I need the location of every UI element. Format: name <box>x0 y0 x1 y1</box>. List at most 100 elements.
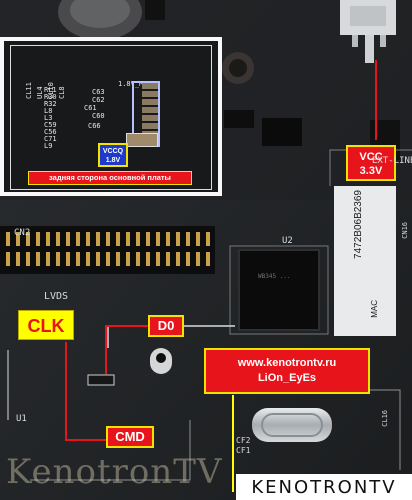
silk-u1: U1 <box>16 414 27 424</box>
header-pin <box>146 252 150 266</box>
inset-refdes: C63 <box>92 88 105 96</box>
silk-ext-line: EXT-LINE <box>372 156 412 166</box>
header-pin <box>56 252 60 266</box>
site-label: www.kenotrontv.ru LiOn_EyEs <box>204 348 370 394</box>
header-pin <box>196 252 200 266</box>
header-pin <box>176 232 180 246</box>
watermark-left: KenotronTV <box>6 452 223 492</box>
header-pin <box>206 232 210 246</box>
inset-refdes: R30 <box>44 93 57 101</box>
silk-cf2: CF2 <box>236 436 251 445</box>
header-pin <box>36 232 40 246</box>
vcc-label-line2: 3.3V <box>359 165 383 177</box>
header-pin <box>6 232 10 246</box>
vcc-label: VCC 3.3V <box>346 145 396 181</box>
header-pin <box>36 252 40 266</box>
header-pin <box>76 232 80 246</box>
header-pin <box>156 252 160 266</box>
header-pin <box>106 232 110 246</box>
header-pin <box>16 252 20 266</box>
header-pin <box>46 252 50 266</box>
header-pin <box>46 232 50 246</box>
header-pin <box>96 232 100 246</box>
inset-white-outline <box>10 45 212 190</box>
header-pin <box>26 232 30 246</box>
mac-text: MAC <box>370 300 379 318</box>
header-pin <box>186 232 190 246</box>
header-pin <box>116 232 120 246</box>
inset-refdes: RL1 <box>44 86 57 94</box>
main-ic-u2 <box>238 249 320 331</box>
inset-caption: задняя сторона основной платы <box>28 171 192 185</box>
silk-cf1: CF1 <box>236 446 251 455</box>
site-nick: LiOn_EyEs <box>257 372 317 384</box>
header-pin <box>26 252 30 266</box>
header-pin <box>116 252 120 266</box>
header-pin <box>76 252 80 266</box>
vccq-label-line1: VCCQ <box>102 148 124 155</box>
header-pin <box>186 252 190 266</box>
inset-refdes: CL11 <box>25 82 33 99</box>
site-url: www.kenotrontv.ru <box>237 357 337 369</box>
inset-refdes: L9 <box>44 142 53 150</box>
cmd-label: CMD <box>106 426 154 448</box>
silk-cn16: CN16 <box>401 222 409 239</box>
inset-refdes: C56 <box>44 128 57 136</box>
d0-label-text: D0 <box>157 318 175 333</box>
vccq-label: VCCQ 1.8V <box>98 143 128 167</box>
inset-refdes: C62 <box>92 96 105 104</box>
crystal-oscillator <box>252 408 332 442</box>
inset-cap <box>126 133 158 147</box>
inset-refdes: C61 <box>84 104 97 112</box>
serial-sticker <box>334 186 396 336</box>
serial-number: 7472B06B2369 <box>353 190 364 259</box>
silk-cl16: CL16 <box>381 410 389 427</box>
clk-wire <box>65 342 108 441</box>
cmd-label-text: CMD <box>115 429 145 444</box>
header-pin <box>66 232 70 246</box>
header-pin <box>66 252 70 266</box>
silk-u2: U2 <box>282 236 293 246</box>
inset-refdes: 1.8V_M <box>118 80 144 88</box>
header-pin <box>126 232 130 246</box>
header-pin <box>136 252 140 266</box>
header-pin <box>96 252 100 266</box>
d0-wire <box>105 325 148 374</box>
header-pin <box>126 252 130 266</box>
header-pin <box>16 232 20 246</box>
inset-refdes: UL4 <box>36 86 44 99</box>
silk-cn2: CN2 <box>14 228 31 238</box>
brand-logo-text: KENOTRONTV <box>251 476 397 498</box>
small-ic <box>262 118 302 146</box>
header-pin <box>166 252 170 266</box>
inset-refdes: L8 <box>44 107 53 115</box>
clk-label-text: CLK <box>27 316 65 336</box>
header-pin <box>136 232 140 246</box>
inset-refdes: L3 <box>44 114 53 122</box>
connection-wires <box>65 60 377 441</box>
header-pin <box>86 232 90 246</box>
inset-refdes: C66 <box>88 122 101 130</box>
header-pin <box>206 252 210 266</box>
vcc-label-line1: VCC <box>359 151 383 163</box>
header-pin <box>106 252 110 266</box>
vccq-label-line2: 1.8V <box>105 157 121 164</box>
d0-label: D0 <box>148 315 184 337</box>
inset-caption-text: задняя сторона основной платы <box>49 173 171 182</box>
header-pin <box>6 252 10 266</box>
brand-logo: KENOTRONTV <box>236 474 412 500</box>
header-pin <box>166 232 170 246</box>
header-pin <box>56 232 60 246</box>
header-pin <box>196 232 200 246</box>
header-pin <box>146 232 150 246</box>
header-pin <box>86 252 90 266</box>
header-pin <box>176 252 180 266</box>
silk-lvds: LVDS <box>44 291 69 302</box>
chip-marking: WB345 ... <box>258 273 291 280</box>
inset-refdes: C60 <box>92 112 105 120</box>
